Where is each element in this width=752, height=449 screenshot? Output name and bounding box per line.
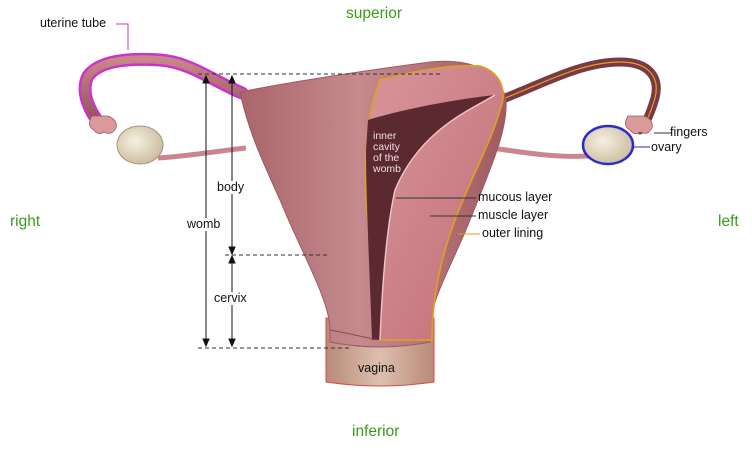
womb-label: womb (186, 217, 222, 231)
leader-lines (116, 23, 672, 235)
uterine-tube-left (495, 57, 661, 135)
dimension-arrows (202, 74, 236, 348)
uterine-tube-right (78, 52, 249, 134)
uterus-body (239, 60, 507, 348)
uterine-tube-label: uterine tube (40, 16, 107, 30)
vagina-label: vagina (358, 361, 395, 375)
fingers-label: fingers (670, 125, 708, 139)
inner-cavity-line: cavity (373, 141, 400, 154)
left-label: left (718, 213, 739, 230)
guide-lines (198, 73, 440, 349)
ovary-right (116, 125, 247, 165)
inner-cavity-label: inner cavity of the womb (373, 130, 402, 176)
inferior-label: inferior (352, 423, 400, 440)
muscle-layer-label: muscle layer (478, 208, 549, 222)
ovary-left (491, 124, 635, 166)
inner-cavity-line: of the (373, 152, 400, 165)
inner-cavity-line: inner (373, 130, 397, 142)
outer-lining-label: outer lining (482, 226, 544, 240)
ovary-label: ovary (651, 140, 682, 154)
superior-label: superior (346, 5, 402, 22)
body-label: body (216, 180, 246, 194)
mucous-layer-label: mucous layer (478, 190, 553, 204)
right-label: right (10, 213, 41, 230)
cervix-label: cervix (213, 291, 248, 305)
inner-cavity-line: womb (373, 163, 402, 176)
